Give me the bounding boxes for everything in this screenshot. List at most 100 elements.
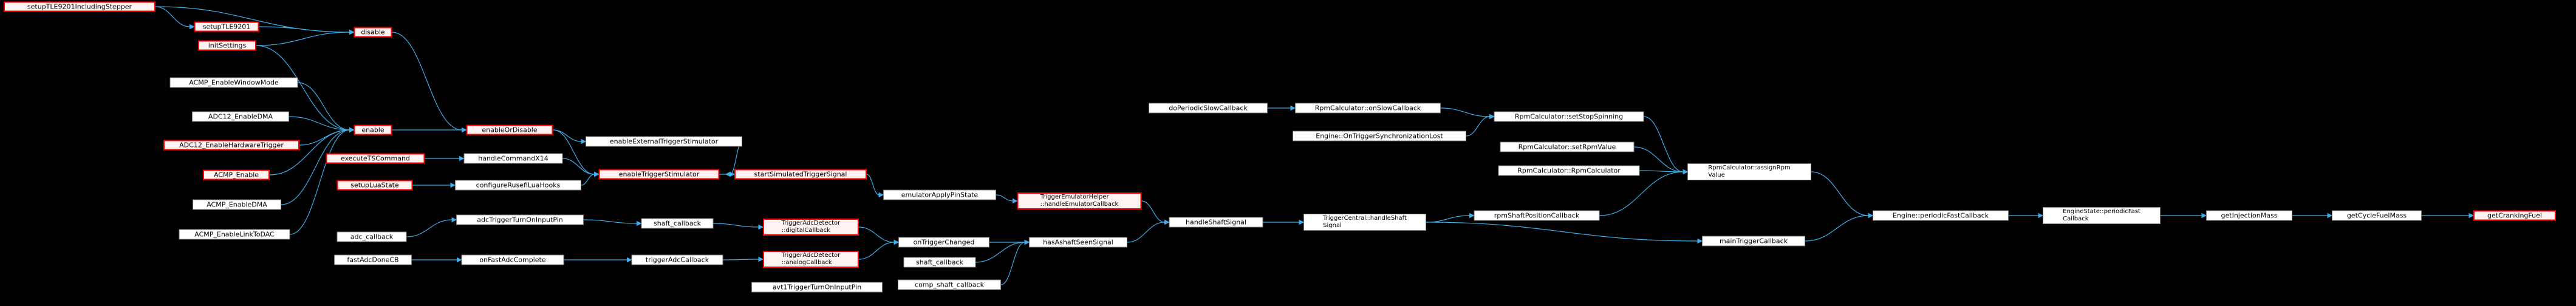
graph-node-n4[interactable]: ADC12_EnableDMA (192, 111, 289, 122)
graph-edge-arrowhead (1299, 219, 1305, 225)
graph-node-n46[interactable]: EngineState::periodicFast Callback (2043, 207, 2161, 224)
graph-node-n21[interactable]: enableTriggerStimulator (598, 169, 720, 180)
graph-node-n17[interactable]: configureRusefiLuaHooks (455, 180, 581, 191)
graph-node-n47[interactable]: getInjectionMass (2206, 210, 2292, 221)
graph-edge-arrowhead (729, 171, 736, 177)
graph-node-n39[interactable]: RpmCalculator::setStopSpinning (1494, 111, 1644, 122)
graph-edge (1805, 215, 1869, 242)
graph-edge (259, 26, 350, 33)
graph-node-n1[interactable]: setupTLE9201 (194, 21, 259, 32)
graph-node-label: getCycleFuelMass (2346, 211, 2407, 220)
graph-edge (1440, 107, 1490, 117)
graph-node-n27[interactable]: avt1TriggerTurnOnInputPin (751, 282, 883, 293)
graph-node-label: enable (361, 126, 384, 134)
graph-node-label: getCrankingFuel (2487, 211, 2542, 220)
graph-edge-arrowhead (349, 29, 355, 35)
graph-node-label: onFastAdcComplete (479, 256, 546, 264)
graph-node-label: TriggerAdcDetector ::analogCallback (781, 252, 841, 266)
graph-edge-arrowhead (594, 171, 600, 177)
graph-node-n7[interactable]: ACMP_EnableDMA (193, 199, 281, 210)
graph-node-n18[interactable]: adcTriggerTurnOnInputPin (456, 214, 584, 225)
graph-edge-arrowhead (2038, 212, 2044, 219)
graph-node-label: ACMP_EnableWindowMode (189, 78, 279, 87)
graph-edge (581, 174, 595, 186)
graph-edge (256, 32, 350, 46)
graph-edge-arrowhead (1683, 169, 1689, 175)
graph-node-n41[interactable]: RpmCalculator::RpmCalculator (1498, 165, 1640, 176)
graph-node-label: ADC12_EnableDMA (208, 112, 273, 121)
graph-node-n13[interactable]: adc_callback (337, 231, 407, 242)
graph-node-n28[interactable]: emulatorApplyPinState (883, 189, 996, 200)
graph-node-n42[interactable]: rpmShaftPositionCallback (1474, 210, 1600, 221)
graph-node-n6[interactable]: ACMP_Enable (203, 169, 270, 180)
graph-edge-arrowhead (349, 127, 355, 133)
graph-edge-arrowhead (1683, 169, 1689, 175)
graph-edge-arrowhead (1683, 169, 1689, 175)
graph-node-n26[interactable]: TriggerAdcDetector ::analogCallback (763, 251, 859, 268)
graph-node-n16[interactable]: handleCommandX14 (463, 153, 563, 164)
graph-node-n8[interactable]: ACMP_EnableLinkToDAC (179, 229, 290, 240)
graph-node-n2[interactable]: initSettings (198, 40, 256, 51)
graph-node-label: RpmCalculator::setStopSpinning (1514, 112, 1624, 121)
graph-edge-arrowhead (893, 239, 900, 245)
graph-edge-arrowhead (1024, 239, 1030, 245)
graph-edge-arrowhead (349, 29, 355, 35)
graph-node-n44[interactable]: mainTriggerCallback (1702, 236, 1805, 246)
graph-node-n24[interactable]: startSimulatedTriggerSignal (734, 169, 867, 180)
graph-node-n38[interactable]: Engine::OnTriggerSynchronizationLost (1293, 131, 1466, 141)
graph-node-n30[interactable]: shaft_callback (903, 257, 976, 268)
graph-edge-arrowhead (725, 171, 731, 177)
graph-node-n0[interactable]: setupTLE9201IncludingStepper (4, 1, 155, 12)
graph-node-label: TriggerCentral::handleShaft Signal (1323, 215, 1407, 229)
graph-node-n29[interactable]: onTriggerChanged (898, 237, 989, 248)
graph-edge (406, 219, 453, 237)
graph-node-n49[interactable]: getCrankingFuel (2473, 210, 2556, 221)
graph-node-n19[interactable]: onFastAdcComplete (461, 254, 564, 265)
graph-node-n12[interactable]: setupLuaState (337, 180, 413, 191)
graph-node-n3[interactable]: ACMP_EnableWindowMode (169, 77, 298, 88)
graph-node-label: mainTriggerCallback (1719, 237, 1788, 245)
graph-node-label: TriggerAdcDetector ::digitalCallback (781, 220, 841, 234)
graph-node-label: enableExternalTriggerStimulator (609, 137, 719, 146)
graph-node-n31[interactable]: comp_shaft_callback (898, 279, 1001, 290)
graph-node-label: enableTriggerStimulator (618, 170, 700, 178)
graph-node-n23[interactable]: triggerAdcCallback (631, 254, 723, 265)
graph-node-n20[interactable]: enableExternalTriggerStimulator (586, 136, 742, 147)
graph-edge-arrowhead (1290, 105, 1296, 111)
graph-node-n25[interactable]: TriggerAdcDetector ::digitalCallback (763, 219, 859, 236)
graph-node-n22[interactable]: shaft_callback (641, 218, 714, 229)
graph-node-n32[interactable]: TriggerEmulatorHelper ::handleEmulatorCa… (1017, 192, 1142, 209)
graph-edge-arrowhead (1489, 114, 1495, 120)
graph-node-n35[interactable]: TriggerCentral::handleShaft Signal (1303, 214, 1426, 231)
graph-node-n45[interactable]: Engine::periodicFastCallback (1873, 210, 2009, 221)
graph-edge-arrowhead (878, 192, 884, 198)
graph-edge (155, 6, 190, 27)
graph-node-label: setupTLE9201IncludingStepper (27, 2, 132, 11)
graph-node-n43[interactable]: RpmCalculator::assignRpm Value (1687, 163, 1811, 180)
graph-node-n33[interactable]: hasAshaftSeenSignal (1029, 237, 1127, 248)
graph-edge (1599, 171, 1684, 216)
graph-node-n36[interactable]: doPeriodicSlowCallback (1149, 103, 1268, 114)
graph-node-n5[interactable]: ADC12_EnableHardwareTrigger (163, 140, 299, 151)
graph-node-n48[interactable]: getCycleFuelMass (2332, 210, 2422, 221)
graph-edge-arrowhead (637, 220, 642, 226)
graph-edge (866, 174, 880, 195)
graph-node-n15[interactable]: enableOrDisable (466, 124, 553, 135)
graph-node-label: RpmCalculator::setRpmValue (1518, 143, 1616, 151)
graph-node-label: ACMP_EnableLinkToDAC (194, 230, 275, 239)
graph-edge (1141, 200, 1165, 223)
graph-node-n11[interactable]: executeTSCommand (326, 153, 425, 164)
graph-edge-arrowhead (2201, 212, 2207, 219)
graph-node-n40[interactable]: RpmCalculator::setRpmValue (1500, 141, 1635, 152)
graph-node-n37[interactable]: RpmCalculator::onSlowCallback (1295, 103, 1441, 114)
graph-node-n9[interactable]: disable (354, 27, 392, 38)
graph-node-n34[interactable]: handleShaftSignal (1169, 217, 1263, 228)
graph-edge (289, 116, 350, 131)
graph-edge (1639, 170, 1684, 172)
graph-edge (858, 226, 895, 243)
graph-edge (553, 129, 582, 142)
graph-edge-arrowhead (594, 171, 600, 177)
graph-node-n14[interactable]: fastAdcDoneCB (334, 254, 412, 265)
graph-node-n10[interactable]: enable (354, 124, 392, 135)
graph-node-label: Engine::OnTriggerSynchronizationLost (1316, 132, 1443, 140)
